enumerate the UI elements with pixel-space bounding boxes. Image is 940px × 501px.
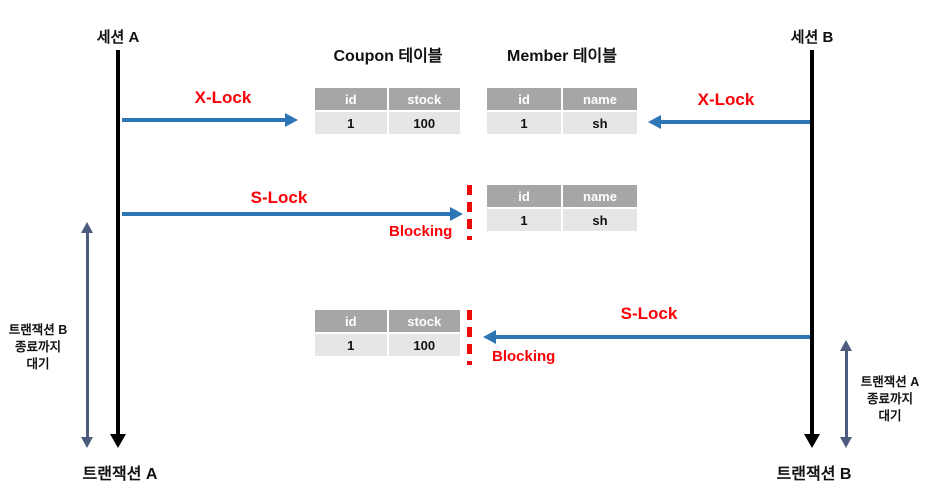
coupon-cell-id: 1 <box>315 334 387 356</box>
xlock-b-label: X-Lock <box>697 90 755 109</box>
slock-b-label: S-Lock <box>620 304 678 323</box>
transaction-b-label: 트랜잭션 B <box>776 466 852 483</box>
wait-b-line2: 종료까지 <box>866 391 914 406</box>
member-header-name: name <box>563 88 637 110</box>
wait-b-arrowhead-top-icon <box>840 340 852 351</box>
member-header-name: name <box>563 185 637 207</box>
blocking-bar-coupon <box>467 310 472 365</box>
wait-a-line2: 종료까지 <box>14 339 62 354</box>
session-b-arrowhead-icon <box>804 434 820 448</box>
member-cell-id: 1 <box>487 112 561 134</box>
session-b-timeline <box>810 50 814 436</box>
xlock-a-label: X-Lock <box>194 88 252 107</box>
member-header-id: id <box>487 88 561 110</box>
coupon-header-id: id <box>315 88 387 110</box>
wait-b-arrowhead-bottom-icon <box>840 437 852 448</box>
wait-b-line3: 대기 <box>878 408 902 423</box>
member-table-middle: id name 1 sh <box>487 185 637 231</box>
coupon-header-stock: stock <box>388 310 460 332</box>
member-cell-name: sh <box>563 209 637 231</box>
slock-a-arrow <box>122 212 451 216</box>
member-cell-id: 1 <box>487 209 561 231</box>
wait-a-arrowhead-top-icon <box>81 222 93 233</box>
member-table-title: Member 테이블 <box>507 48 617 65</box>
xlock-a-arrow <box>122 118 286 122</box>
session-a-timeline <box>116 50 120 436</box>
coupon-header-id: id <box>315 310 387 332</box>
wait-a-text: 트랜잭션 B 종료까지 대기 <box>9 322 68 373</box>
session-a-label: 세션 A <box>96 29 140 46</box>
coupon-cell-stock: 100 <box>388 334 460 356</box>
slock-b-arrowhead-icon <box>483 330 496 344</box>
session-b-label: 세션 B <box>790 29 834 46</box>
wait-a-line1: 트랜잭션 B <box>8 323 68 337</box>
wait-a-arrowhead-bottom-icon <box>81 437 93 448</box>
blocking-a-label: Blocking <box>389 223 453 240</box>
slock-a-arrowhead-icon <box>450 207 463 221</box>
member-cell-name: sh <box>563 112 637 134</box>
slock-a-label: S-Lock <box>250 188 308 207</box>
wait-b-text: 트랜잭션 A 종료까지 대기 <box>861 374 920 425</box>
session-a-arrowhead-icon <box>110 434 126 448</box>
blocking-b-label: Blocking <box>492 348 556 365</box>
slock-b-arrow <box>495 335 810 339</box>
coupon-cell-id: 1 <box>315 112 387 134</box>
wait-a-line3: 대기 <box>26 356 50 371</box>
coupon-table-lower: id stock 1 100 <box>315 310 460 356</box>
wait-b-range-arrow <box>845 349 848 439</box>
wait-a-range-arrow <box>86 231 89 439</box>
coupon-header-stock: stock <box>388 88 460 110</box>
xlock-b-arrow <box>660 120 810 124</box>
member-header-id: id <box>487 185 561 207</box>
coupon-table-title: Coupon 테이블 <box>333 48 443 65</box>
blocking-bar-member <box>467 185 472 240</box>
transaction-a-label: 트랜잭션 A <box>82 466 158 483</box>
member-table-top: id name 1 sh <box>487 88 637 134</box>
coupon-table-top: id stock 1 100 <box>315 88 460 134</box>
wait-b-line1: 트랜잭션 A <box>860 375 920 389</box>
coupon-cell-stock: 100 <box>388 112 460 134</box>
xlock-a-arrowhead-icon <box>285 113 298 127</box>
xlock-b-arrowhead-icon <box>648 115 661 129</box>
